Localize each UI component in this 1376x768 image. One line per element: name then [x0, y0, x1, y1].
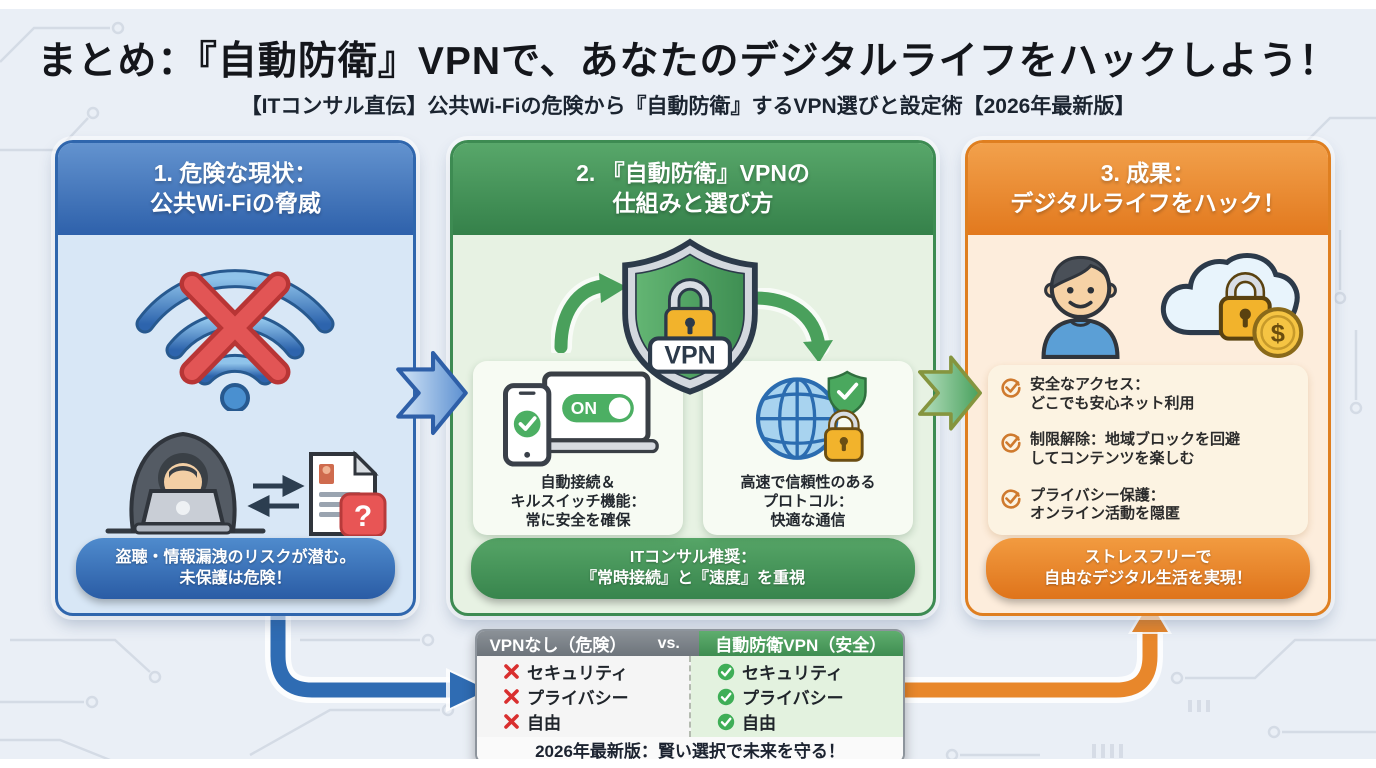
panel-threat-header-line2: 公共Wi-Fiの脅威	[150, 190, 321, 216]
comparison-row: プライバシー	[503, 684, 689, 709]
person-icon	[1041, 255, 1120, 359]
panel-result-header-line1: 3. 成果：	[1100, 160, 1196, 187]
devices-on-icon: ON	[502, 371, 659, 467]
feature-card-protocol: 高速で信頼性のある プロトコル： 快適な通信	[703, 361, 913, 535]
comparison-header: VPNなし（危険） vs. 自動防衛VPN（安全）	[477, 631, 903, 656]
comparison-row: 自由	[717, 709, 903, 734]
check-icon	[717, 688, 735, 705]
comparison-footer: 2026年最新版：賢い選択で未来を守る！	[477, 737, 903, 762]
threat-summary-pill: 盗聴・情報漏洩のリスクが潜む。 未保護は危険！	[76, 537, 395, 599]
comparison-cell: セキュリティ	[742, 664, 843, 683]
feature-auto-line1: 自動接続＆	[540, 474, 616, 491]
hacker-icon: ?	[105, 431, 387, 536]
cross-icon	[504, 689, 519, 704]
benefit-access-line1: 安全なアクセス：	[1030, 376, 1150, 393]
svg-text:?: ?	[354, 500, 372, 533]
vpn-shield-icon: VPN	[622, 238, 758, 395]
comparison-table: VPNなし（危険） vs. 自動防衛VPN（安全） セキュリティ プライバシー …	[475, 629, 905, 764]
comparison-cell: 自由	[742, 714, 776, 733]
comparison-column-no-vpn: セキュリティ プライバシー 自由	[477, 656, 691, 737]
secure-globe-icon	[755, 370, 867, 462]
panel-vpn-header: 2. 『自動防衛』VPNの 仕組みと選び方	[453, 143, 933, 235]
result-footer-line1: ストレスフリーで	[1084, 548, 1212, 566]
check-icon	[717, 713, 735, 730]
panel-vpn-header-line2: 仕組みと選び方	[612, 190, 774, 216]
panel-threat: 1. 危険な現状： 公共Wi-Fiの脅威	[55, 140, 416, 616]
comparison-cell: 自由	[527, 714, 561, 733]
benefit-privacy-line1: プライバシー保護：	[1030, 486, 1165, 504]
comparison-row: セキュリティ	[503, 659, 689, 684]
benefit-privacy-line2: オンライン活動を隠匿	[1030, 505, 1181, 523]
curved-arrow-right-icon	[749, 288, 833, 363]
benefit-access-line2: どこでも安心ネット利用	[1030, 394, 1195, 412]
vpn-footer-line2: 『常時接続』と『速度』を重視	[580, 570, 805, 588]
benefit-check-icon	[1001, 378, 1021, 398]
question-badge-icon: ?	[339, 492, 387, 536]
svg-text:VPN: VPN	[664, 341, 715, 369]
comparison-row: プライバシー	[717, 684, 903, 709]
chevron-arrow-green	[918, 355, 982, 431]
comparison-column-vpn: セキュリティ プライバシー 自由	[691, 656, 903, 737]
panel-threat-header-line1: 1. 危険な現状：	[153, 160, 318, 187]
benefit-check-icon	[1001, 433, 1021, 453]
comparison-header-left: VPNなし（危険）	[489, 636, 627, 655]
panel-result-header: 3. 成果： デジタルライフをハック！	[968, 143, 1328, 235]
top-margin	[0, 0, 1376, 9]
consultant-pill: ITコンサル推奨： 『常時接続』と『速度』を重視	[471, 537, 915, 599]
vs-label: vs.	[657, 634, 680, 652]
threat-footer-line1: 盗聴・情報漏洩のリスクが潜む。	[115, 548, 356, 566]
svg-text:ON: ON	[571, 398, 597, 418]
cross-icon	[504, 664, 519, 679]
comparison-row: セキュリティ	[717, 659, 903, 684]
feature-protocol-line1: 高速で信頼性のある	[740, 474, 876, 491]
feature-auto-line2: キルスイッチ機能：	[510, 493, 646, 511]
panel-result-header-line2: デジタルライフをハック！	[1010, 190, 1286, 216]
flow-arrow-blue	[265, 596, 494, 712]
feature-protocol-line2: プロトコル：	[762, 493, 853, 511]
benefit-unblock-line1: 制限解除：地域ブロックを回避	[1030, 431, 1241, 449]
wifi-blocked-icon	[135, 269, 335, 411]
feature-auto-line3: 常に安全を確保	[525, 512, 631, 530]
benefit-item-unblock: 制限解除：地域ブロックを回避 してコンテンツを楽しむ	[1000, 431, 1296, 469]
cross-icon	[504, 714, 519, 729]
page-title: まとめ：『自動防衛』VPNで、あなたのデジタルライフをハックしよう！	[37, 40, 1339, 83]
x-mark-icon	[179, 271, 291, 385]
curved-arrow-left-icon	[551, 273, 627, 353]
comparison-cell: セキュリティ	[527, 664, 628, 683]
comparison-body: セキュリティ プライバシー 自由 セキュリティ プライバシー	[477, 656, 903, 737]
chevron-arrow-blue	[396, 351, 468, 435]
svg-text:$: $	[1271, 320, 1285, 348]
panel-result: 3. 成果： デジタルライフをハック！ $	[965, 140, 1331, 616]
result-pill: ストレスフリーで 自由なデジタル生活を実現！	[986, 537, 1310, 599]
benefit-item-access: 安全なアクセス： どこでも安心ネット利用	[1000, 376, 1296, 414]
vpn-footer-line1: ITコンサル推奨：	[629, 548, 757, 566]
check-icon	[717, 663, 735, 680]
exchange-arrows-icon	[247, 474, 305, 518]
threat-footer-line2: 未保護は危険！	[179, 570, 292, 588]
comparison-cell: プライバシー	[527, 689, 629, 708]
page-subtitle: 【ITコンサル直伝】公共Wi-Fiの危険から『自動防衛』するVPN選びと設定術【…	[240, 95, 1136, 118]
benefit-unblock-line2: してコンテンツを楽しむ	[1030, 450, 1195, 467]
comparison-header-right: 自動防衛VPN（安全）	[698, 631, 903, 656]
feature-protocol-line3: 快適な通信	[770, 512, 846, 530]
result-footer-line2: 自由なデジタル生活を実現！	[1044, 570, 1252, 588]
feature-card-auto-connect: ON 自動接続＆ キルスイッチ機能： 常に安全を確保	[473, 361, 683, 535]
comparison-row: 自由	[503, 709, 689, 734]
cloud-lock-icon: $	[1160, 253, 1304, 358]
benefit-list: 安全なアクセス： どこでも安心ネット利用 制限解除：地域ブロックを回避 してコン…	[988, 365, 1308, 535]
panel-vpn-header-line1: 2. 『自動防衛』VPNの	[576, 160, 810, 187]
comparison-cell: プライバシー	[742, 689, 844, 708]
panel-vpn: 2. 『自動防衛』VPNの 仕組みと選び方 VPN	[450, 140, 936, 616]
benefit-check-icon	[1001, 488, 1021, 509]
bottom-margin	[0, 759, 1376, 768]
panel-threat-header: 1. 危険な現状： 公共Wi-Fiの脅威	[58, 143, 413, 235]
benefit-item-privacy: プライバシー保護： オンライン活動を隠匿	[1000, 487, 1296, 525]
